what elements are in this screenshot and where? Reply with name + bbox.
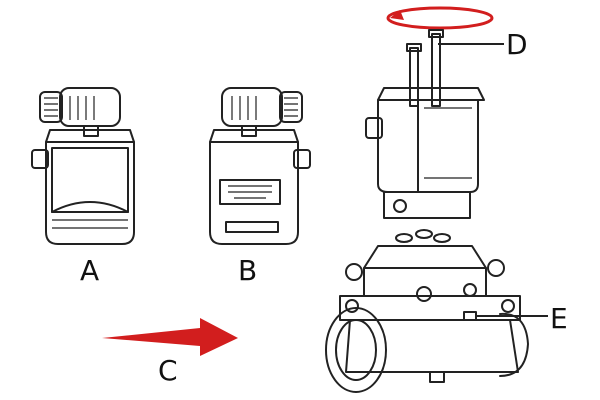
flow-direction-arrow-icon [102,318,238,356]
rotation-arrow-icon [386,6,494,30]
label-b: B [238,254,257,287]
solenoid-coil-view-a [31,87,135,245]
label-d: D [506,28,528,61]
label-a: A [80,254,99,287]
solenoid-coil-view-b [209,87,311,245]
label-e: E [550,302,568,335]
solenoid-actuator [365,29,485,243]
valve-body [325,245,529,393]
label-c: C [158,354,178,387]
